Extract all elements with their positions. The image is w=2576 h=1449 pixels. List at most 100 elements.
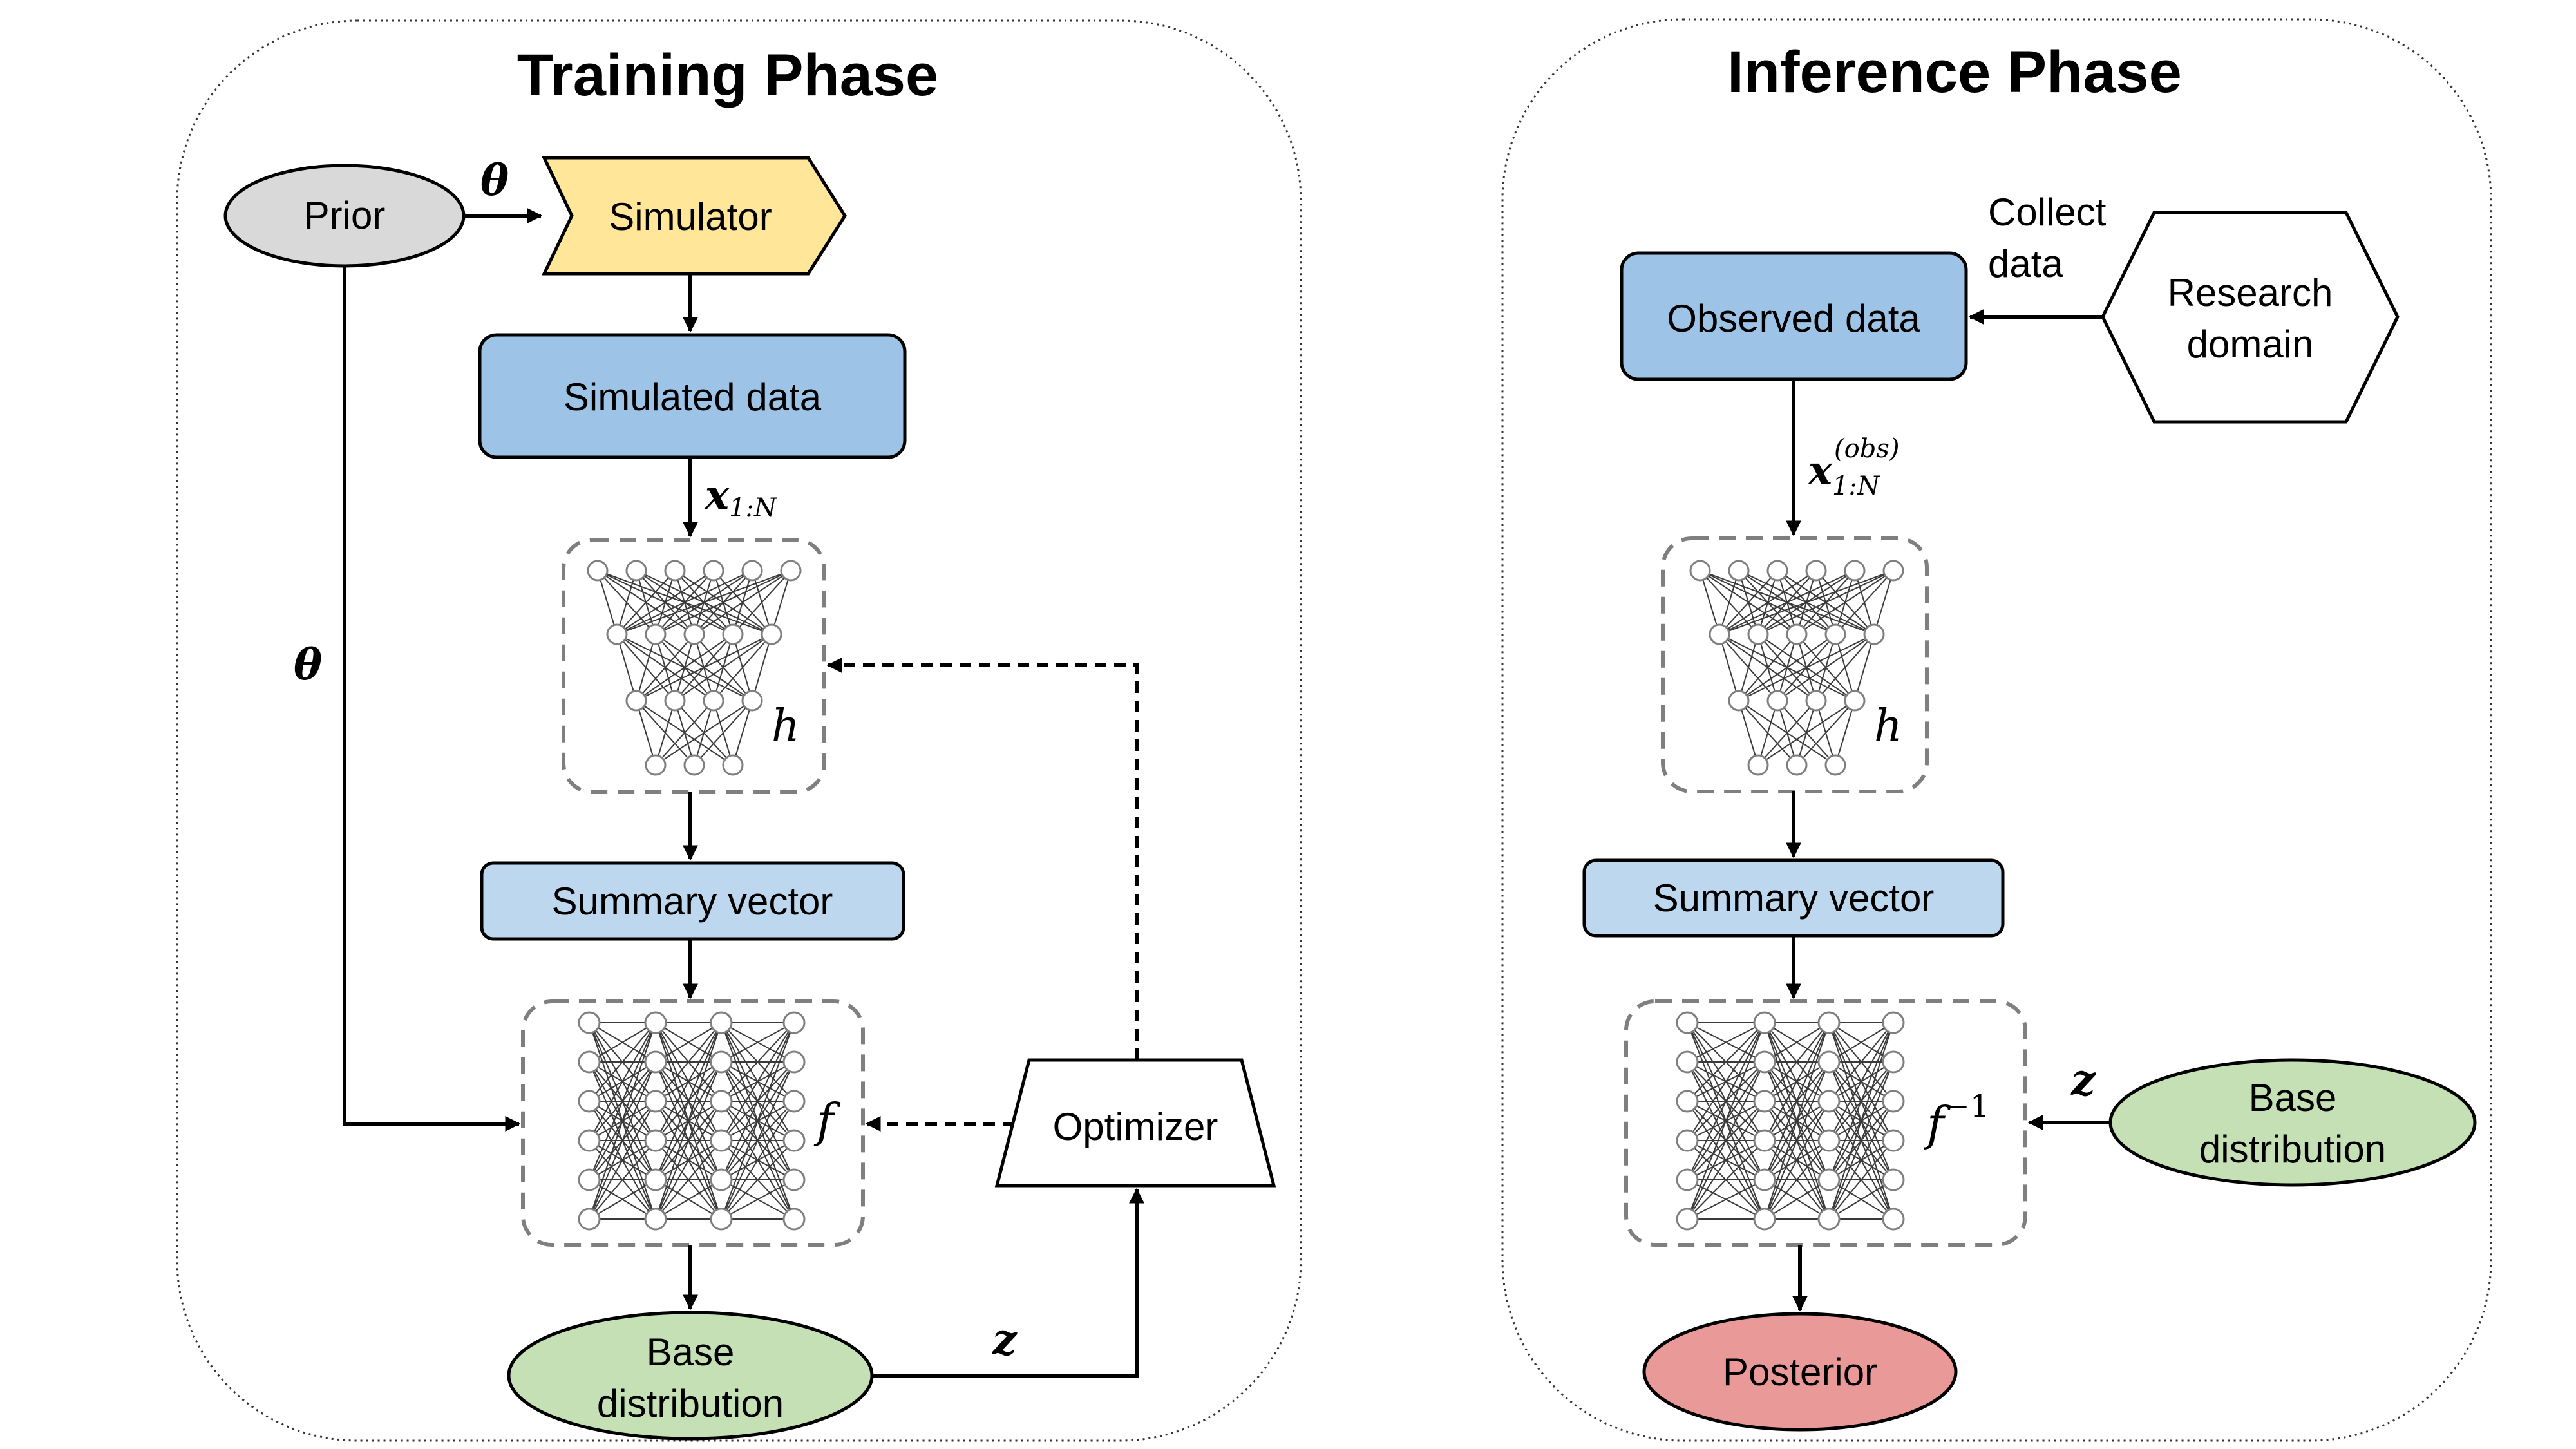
network-edge (1764, 1179, 1830, 1220)
network-node (1824, 754, 1846, 776)
observed-data-box: Observed data (1620, 251, 1968, 381)
network-edge (721, 1022, 795, 1102)
network-edge (752, 634, 772, 701)
network-edge (1687, 1022, 1765, 1141)
network-edge (1835, 570, 1894, 635)
network-node (1882, 1168, 1905, 1191)
network-node (1766, 560, 1788, 582)
network-edge (1687, 1022, 1765, 1180)
network-edge (1828, 1022, 1894, 1063)
network-node (1747, 623, 1769, 645)
network-node (1728, 560, 1750, 582)
network-edge (1687, 1022, 1765, 1220)
network-edge (589, 1101, 656, 1220)
network-edge (616, 634, 637, 701)
flow-network-icon (578, 1011, 806, 1231)
network-edge (1764, 1022, 1830, 1141)
theta-top-label: θ (480, 155, 509, 205)
network-node (1753, 1011, 1776, 1034)
network-node (782, 1208, 806, 1231)
network-node (741, 690, 763, 712)
network-edge (732, 570, 791, 635)
network-edge (636, 634, 695, 701)
network-edge (616, 570, 714, 635)
network-edge (721, 1179, 795, 1220)
network-node (1676, 1129, 1699, 1152)
network-edge (721, 1061, 795, 1220)
network-node (625, 560, 647, 582)
network-node (1766, 690, 1788, 712)
network-edge (1828, 1179, 1894, 1220)
network-node (683, 754, 705, 776)
base-distribution-label-line1: Base (647, 1331, 735, 1374)
network-edge (616, 570, 753, 635)
network-node (1882, 560, 1904, 582)
network-node (1747, 754, 1769, 776)
simulated-data-box: Simulated data (478, 333, 907, 459)
network-edge (1738, 634, 1836, 701)
base-distribution-node: Base distribution (507, 1311, 874, 1441)
network-edge (1738, 634, 1759, 701)
network-node (1882, 1090, 1905, 1113)
base-distribution-label-line2: distribution (597, 1382, 784, 1425)
network-node (645, 754, 667, 776)
network-node (710, 1168, 733, 1191)
network-edge (636, 634, 656, 701)
network-edge (1764, 1101, 1830, 1220)
network-edge (1719, 570, 1817, 635)
network-node (1817, 1129, 1841, 1152)
network-node (645, 623, 667, 645)
network-edge (655, 1140, 722, 1220)
network-node (1753, 1129, 1776, 1152)
x-obs-label: x1:N(obs) (1807, 434, 1899, 501)
network-edge (1764, 1140, 1830, 1220)
network-edge (1828, 1101, 1894, 1220)
network-node (780, 560, 802, 582)
network-edge (655, 1022, 722, 1102)
network-node (1676, 1168, 1699, 1191)
network-edge (1719, 570, 1855, 635)
network-node (1676, 1050, 1699, 1074)
network-node (1824, 623, 1846, 645)
network-edge (1854, 634, 1875, 701)
network-edge (1738, 700, 1759, 766)
network-edge (616, 570, 791, 635)
network-edge (655, 570, 791, 635)
network-edge (1828, 1061, 1894, 1220)
network-edge (589, 1140, 656, 1220)
research-domain-label-line2: domain (2187, 323, 2314, 366)
network-node (782, 1011, 806, 1034)
simulated-data-label: Simulated data (564, 375, 822, 419)
network-edge (636, 700, 656, 766)
network-edge (721, 1022, 795, 1220)
network-edge (589, 1179, 656, 1220)
posterior-node: Posterior (1642, 1312, 1958, 1432)
network-edge (589, 1022, 656, 1102)
network-node (710, 1090, 733, 1113)
network-node (578, 1168, 601, 1191)
network-edge (721, 1101, 795, 1220)
network-edge (1777, 634, 1875, 701)
prior-to-flow-arrow (343, 266, 521, 1132)
network-edge (655, 700, 753, 766)
network-edge (655, 1179, 722, 1220)
network-edge (1687, 1140, 1765, 1220)
network-edge (1828, 1022, 1894, 1102)
network-node (606, 623, 628, 645)
network-node (664, 560, 686, 582)
network-edge (655, 1101, 722, 1220)
network-node (710, 1129, 733, 1152)
network-edge (1738, 634, 1797, 701)
network-node (782, 1129, 806, 1152)
network-edge (1719, 634, 1739, 701)
optimizer-to-encoder-arrow (826, 658, 1139, 1060)
network-edge (1687, 1022, 1765, 1063)
network-node (1753, 1168, 1776, 1191)
network-node (710, 1208, 733, 1231)
network-node (1882, 1208, 1905, 1231)
network-edge (1738, 634, 1875, 701)
network-edge (1757, 700, 1855, 766)
network-edge (1757, 700, 1778, 766)
network-node (1753, 1208, 1776, 1231)
network-node (761, 623, 782, 645)
